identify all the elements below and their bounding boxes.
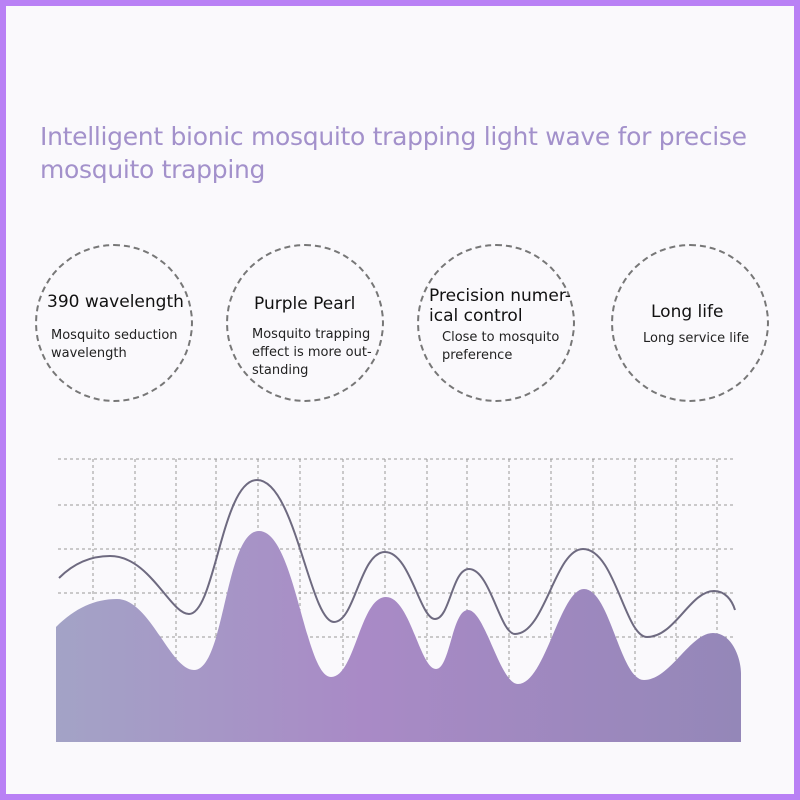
feature-body: Close to mosquito preference	[442, 330, 560, 363]
feature-body: Mosquito trapping effect is more out-sta…	[252, 327, 372, 378]
feature-circle-purple-pearl: Purple Pearl Mosquito trapping effect is…	[226, 244, 384, 402]
feature-heading: Purple Pearl	[254, 294, 356, 314]
feature-circle-long-life: Long life Long service life	[611, 244, 769, 402]
feature-circle-precision-control: Precision numer-ical control Close to mo…	[417, 244, 575, 402]
feature-body: Long service life	[643, 331, 750, 346]
feature-body: Mosquito seduction wavelength	[51, 328, 178, 361]
feature-heading: 390 wavelength	[47, 292, 184, 312]
feature-heading: Long life	[651, 302, 724, 322]
wave-line	[58, 478, 736, 639]
page-title: Intelligent bionic mosquito trapping lig…	[40, 122, 747, 184]
wave-fill	[56, 531, 741, 742]
feature-circle-wavelength: 390 wavelength Mosquito seduction wavele…	[35, 244, 193, 402]
feature-heading: Precision numer-ical control	[429, 286, 571, 326]
